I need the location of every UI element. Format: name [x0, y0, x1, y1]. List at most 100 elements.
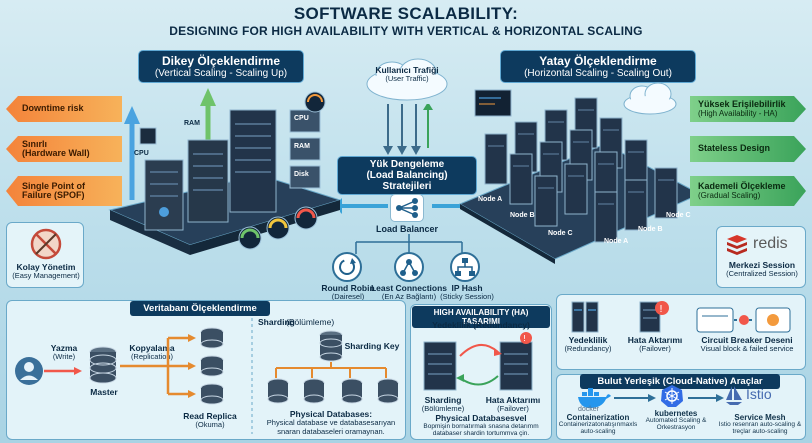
failover-label: Hata Aktarımı(Failover) — [627, 335, 683, 354]
risk-sub: (Hardware Wall) — [22, 148, 90, 158]
ip-hash-icon — [450, 252, 480, 282]
node-label-c-2: Node C — [666, 212, 691, 219]
sharding-arrows — [275, 362, 387, 378]
svg-text:!: ! — [523, 334, 526, 343]
replication-label: Kopyalama(Replication) — [129, 343, 175, 362]
kubernetes-logo-icon — [661, 385, 683, 407]
vertical-server-illustration — [108, 88, 340, 255]
node-label-b-2: Node B — [638, 226, 663, 233]
risk-hardware-wall: Sınırlı (Hardware Wall) — [6, 136, 122, 162]
circuit-breaker-icon — [696, 307, 791, 333]
page-title: SOFTWARE SCALABILITY: — [293, 4, 519, 23]
ha-failover-label: Hata Aktarımı(Failover) — [485, 395, 541, 414]
redis-logo-icon — [727, 235, 747, 255]
ha-redundancy-head: Yedeklilik (Redundancy) — [432, 320, 530, 330]
component-label-cpu: CPU — [134, 150, 149, 157]
risk-downtime: Downtime risk — [6, 96, 122, 122]
risk-label: Sınırlı — [22, 138, 48, 149]
node-label-c: Node C — [548, 230, 573, 237]
round-robin-icon — [332, 252, 362, 282]
read-replica-label: Read Replica(Okuma) — [183, 411, 237, 430]
session-label: Merkezi Session(Centralized Session) — [726, 260, 798, 279]
read-replica-databases — [200, 327, 224, 405]
no-wrench-icon — [30, 228, 62, 260]
network-split-icon — [396, 198, 418, 218]
ha-sharding-label: Sharding(Bölümleme) — [421, 395, 465, 414]
sharding-sub: (Bölümleme) — [286, 317, 335, 327]
component-label-ram: RAM — [184, 120, 200, 127]
traffic-arrows — [383, 104, 433, 155]
least-connections-icon — [394, 252, 424, 282]
docker-logo-text: docker — [578, 406, 600, 413]
redundancy-label: Yedeklilik(Redundancy) — [564, 335, 612, 354]
load-balancer-label: Load Balancer — [375, 224, 439, 234]
vertical-subtitle: (Vertical Scaling - Scaling Up) — [154, 68, 288, 79]
lb-subtitle: (Load Balancing) Stratejileri — [366, 170, 448, 192]
benefit-stateless: Stateless Design — [690, 136, 806, 162]
replication-arrows — [120, 334, 196, 398]
sharding-key-label: Sharding Key — [344, 341, 400, 351]
vertical-title: Dikey Ölçeklendirme — [161, 54, 281, 68]
load-balancing-header: Yük Dengeleme (Load Balancing) Stratejil… — [337, 156, 477, 195]
physical-shard-databases — [267, 378, 399, 404]
sharding-label: Sharding — [258, 317, 295, 327]
horizontal-title: Yatay Ölçeklendirme — [539, 54, 657, 68]
benefit-sub: (Gradual Scaling) — [698, 190, 761, 200]
redis-brand: redis — [753, 235, 788, 252]
risk-spof: Single Point of Failure (SPOF) — [6, 176, 122, 206]
istio-logo-text: Istio — [746, 386, 772, 402]
ha-server-pair: ! — [423, 332, 533, 391]
database-scaling-header: Veritabanı Ölçeklendirme — [130, 301, 270, 316]
docker-logo-icon — [578, 388, 611, 408]
benefit-gradual-scaling: Kademeli Ölçekleme (Gradual Scaling) — [690, 176, 806, 206]
centralized-session-card: redis Merkezi Session(Centralized Sessio… — [716, 226, 806, 288]
physical-databases-label: Physical Databases:Physical database ve … — [266, 409, 396, 436]
user-icon — [15, 357, 43, 385]
shard-source-database — [319, 330, 343, 362]
page-subtitle: DESIGNING FOR HIGH AVAILABILITY WITH VER… — [169, 24, 643, 38]
cloud-native-header: Bulut Yerleşik (Cloud-Native) Araçlar — [580, 374, 780, 389]
risk-label: Downtime risk — [22, 103, 84, 114]
vertical-scaling-header: Dikey Ölçeklendirme (Vertical Scaling - … — [138, 50, 304, 83]
svg-text:!: ! — [659, 304, 663, 315]
tool-flow-arrows — [614, 394, 724, 402]
write-arrow — [44, 367, 82, 375]
node-label-b: Node B — [510, 212, 535, 219]
database-divider — [251, 318, 253, 434]
horizontal-subtitle: (Horizontal Scaling - Scaling Out) — [524, 68, 672, 79]
component-label-ram-2: RAM — [294, 143, 310, 150]
write-label: Yazma(Write) — [50, 343, 78, 362]
benefit-label: Yüksek Erişilebilirlik — [698, 99, 786, 110]
horizontal-server-grid — [458, 89, 702, 264]
benefit-label: Kademeli Ölçekleme — [698, 181, 786, 192]
load-balancer-node — [390, 194, 424, 222]
hierarchy-icon — [455, 258, 475, 276]
redundancy-server-icon — [571, 301, 599, 333]
failover-server-icon: ! — [639, 301, 669, 333]
risk-label: Single Point of — [22, 180, 85, 191]
horizontal-cloud-icon — [623, 82, 677, 115]
easy-management-card: Kolay Yönetim (Easy Management) — [6, 222, 84, 288]
strategy-least-connections: Least Connections(En Az Bağlantı) — [370, 283, 448, 302]
master-label: Master — [90, 387, 118, 397]
strategy-round-robin: Round Robin(Dairesel) — [321, 283, 375, 302]
component-label-cpu-2: CPU — [294, 115, 309, 122]
benefit-sub: (High Availability - HA) — [698, 108, 778, 118]
user-traffic-label: Kullanıcı Trafiği (User Traffic) — [375, 65, 439, 84]
lb-title: Yük Dengeleme — [369, 159, 445, 170]
node-label-a-2: Node A — [604, 238, 629, 245]
component-label-disk: Disk — [294, 171, 309, 178]
node-label-a: Node A — [478, 196, 503, 203]
easy-management-label: Kolay Yönetim (Easy Management) — [12, 262, 80, 281]
horizontal-scaling-header: Yatay Ölçeklendirme (Horizontal Scaling … — [500, 50, 696, 83]
benefit-high-availability: Yüksek Erişilebilirlik (High Availabilit… — [690, 96, 806, 122]
master-database-icon — [89, 346, 117, 384]
benefit-label: Stateless Design — [698, 143, 771, 154]
user-traffic-cloud — [366, 58, 448, 101]
lb-branch-lines — [355, 234, 463, 254]
